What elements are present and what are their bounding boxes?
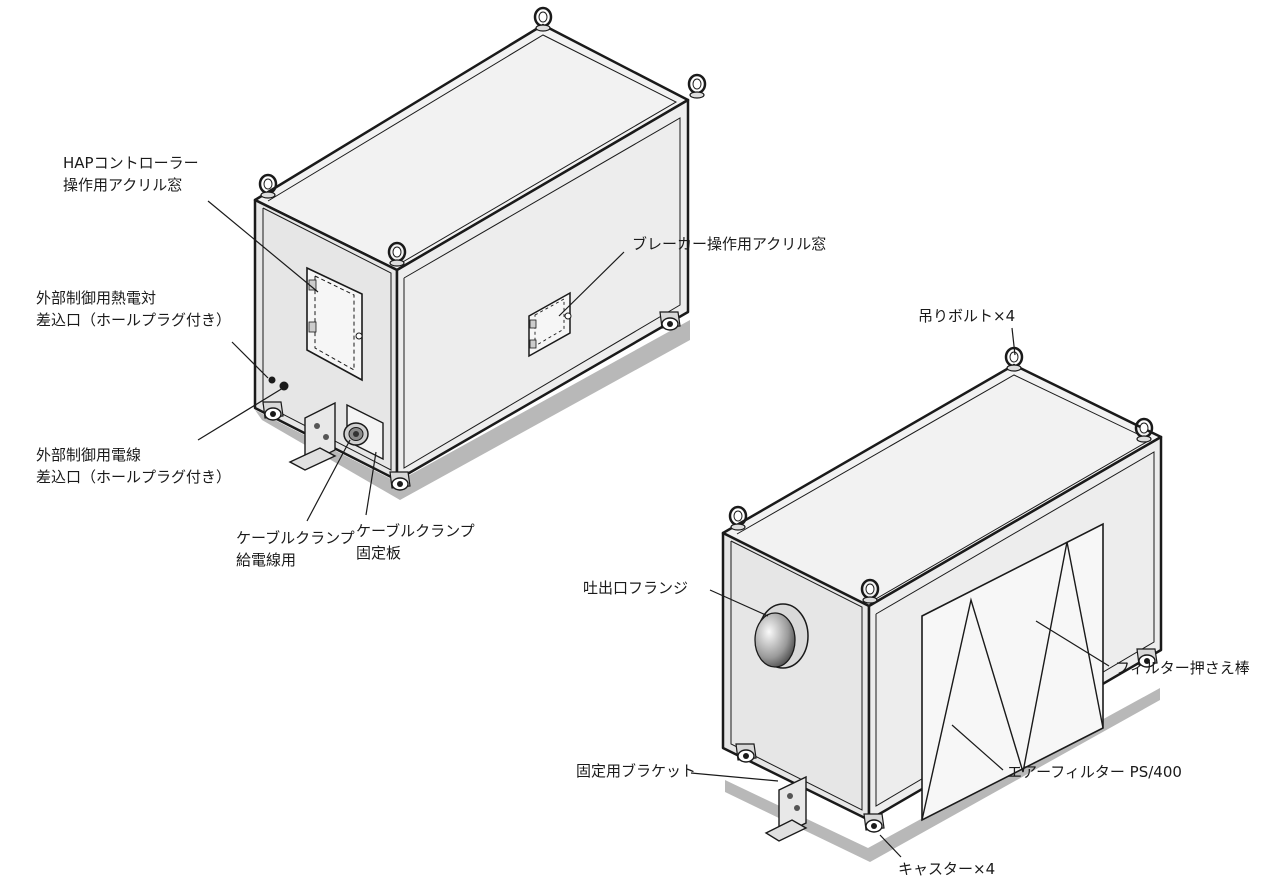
eyebolt-rear-2 bbox=[258, 173, 278, 200]
label-cable-clamp-plate: ケーブルクランプ 固定板 bbox=[356, 522, 475, 562]
label-thermocouple-inlet: 外部制御用熱電対 差込口（ホールプラグ付き） bbox=[36, 289, 232, 329]
unit-rear-side-panel bbox=[395, 98, 690, 482]
outlet-flange bbox=[754, 603, 809, 669]
label-caster: キャスター×4 bbox=[898, 860, 996, 878]
label-outlet-flange: 吐出口フランジ bbox=[583, 579, 689, 597]
cable-clamp-power bbox=[343, 422, 369, 446]
fixing-bracket-rear bbox=[288, 401, 337, 471]
leader-lines bbox=[197, 200, 1110, 858]
eyebolt-front-2 bbox=[728, 505, 748, 532]
filter-bar bbox=[921, 541, 1104, 821]
label-air-filter: エアーフィルター PS/400 bbox=[1007, 763, 1182, 781]
eyebolt-front-1 bbox=[1004, 346, 1024, 373]
label-fixing-bracket: 固定用ブラケット bbox=[576, 762, 697, 780]
breaker-acrylic-window bbox=[528, 291, 572, 358]
caster-rear-1 bbox=[262, 401, 284, 421]
unit-rear-view bbox=[253, 6, 707, 500]
label-wire-inlet: 外部制御用電線 差込口（ホールプラグ付き） bbox=[36, 446, 232, 486]
thermocouple-hole bbox=[268, 376, 276, 384]
unit-front-view bbox=[721, 346, 1163, 862]
fixing-bracket-front bbox=[764, 775, 808, 842]
hap-acrylic-window bbox=[306, 266, 363, 382]
label-hap-window: HAPコントローラー 操作用アクリル窓 bbox=[63, 154, 199, 194]
label-eye-bolt: 吊りボルト×4 bbox=[918, 307, 1016, 325]
label-breaker-window: ブレーカー操作用アクリル窓 bbox=[632, 235, 827, 253]
eyebolt-rear-1 bbox=[533, 6, 553, 33]
label-cable-clamp-power: ケーブルクランプ 給電線用 bbox=[236, 529, 355, 569]
caster-front-2 bbox=[863, 813, 885, 833]
eyebolt-rear-4 bbox=[687, 73, 707, 100]
label-filter-bar: フィルター押さえ棒 bbox=[1115, 659, 1250, 677]
caster-rear-2 bbox=[389, 471, 411, 491]
caster-front-1 bbox=[735, 743, 757, 763]
caster-rear-3 bbox=[659, 311, 681, 331]
air-filter bbox=[921, 522, 1104, 822]
